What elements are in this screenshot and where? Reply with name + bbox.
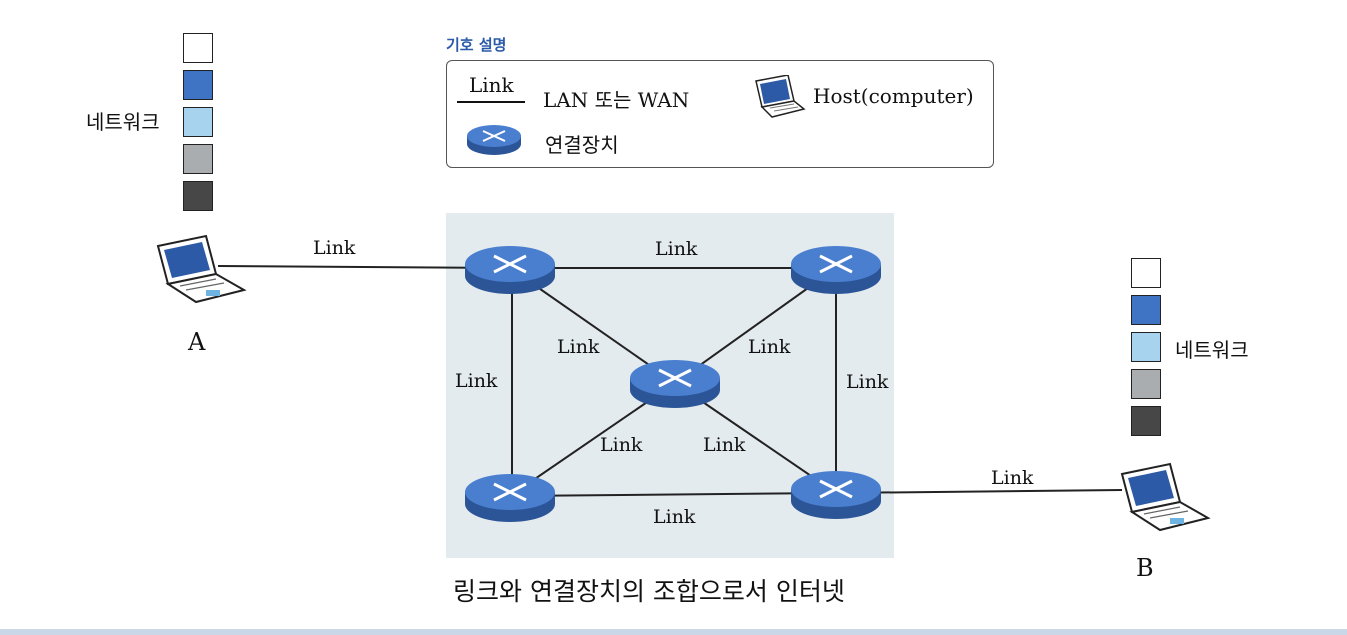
stack-layer-3 [1131, 332, 1161, 362]
host-b-label: B [1136, 554, 1154, 582]
stack-layer-2 [183, 70, 213, 100]
device-bottom-left [465, 474, 555, 522]
link-label-left: Link [455, 370, 498, 392]
link-label-diag-bottom-left: Link [600, 434, 643, 456]
stack-layer-5 [183, 181, 213, 211]
device-top-right [791, 246, 881, 294]
legend-device-icon [467, 125, 521, 155]
legend-link-desc: LAN 또는 WAN [543, 84, 689, 113]
stack-layer-4 [183, 144, 213, 174]
link-a-to-top-left [217, 265, 511, 269]
legend-device-desc: 연결장치 [545, 133, 619, 157]
host-b-icon [1120, 462, 1211, 532]
link-label-diag-bottom-right: Link [703, 434, 746, 456]
legend-host-desc: Host(computer) [813, 84, 974, 108]
legend-title: 기호 설명 [446, 36, 507, 54]
legend-host-icon [755, 75, 806, 118]
host-a-label: A [188, 328, 206, 356]
device-top-left [465, 246, 555, 294]
legend-link-sample-label: Link [469, 73, 514, 97]
stack-layer-3 [183, 107, 213, 137]
device-bottom-right [791, 471, 881, 519]
network-label-right: 네트워크 [1175, 338, 1249, 362]
network-label-left: 네트워크 [86, 110, 160, 134]
device-center [630, 360, 720, 408]
stack-layer-4 [1131, 369, 1161, 399]
link-label-diag-top-right: Link [748, 336, 791, 358]
link-label-diag-top-left: Link [557, 336, 600, 358]
figure-caption: 링크와 연결장치의 조합으로서 인터넷 [453, 577, 845, 606]
stack-layer-1 [183, 33, 213, 63]
link-label-right: Link [846, 371, 889, 393]
legend-link-desc-text: LAN 또는 WAN [543, 88, 690, 112]
network-stack-right [1131, 258, 1161, 443]
host-a-icon [156, 234, 247, 304]
network-stack-left [183, 33, 213, 218]
stack-layer-2 [1131, 295, 1161, 325]
link-label-bottom: Link [653, 506, 696, 528]
legend-box: Link LAN 또는 WAN 연결장치 Host(computer) [446, 60, 994, 168]
bottom-divider [0, 629, 1347, 635]
link-label-a-top-left: Link [313, 237, 356, 259]
stack-layer-5 [1131, 406, 1161, 436]
link-bottom [509, 492, 837, 497]
stack-layer-1 [1131, 258, 1161, 288]
legend-link-line [457, 101, 525, 103]
link-bottom-right-to-b [835, 489, 1123, 494]
link-label-b-bottom-right: Link [991, 467, 1034, 489]
link-label-top: Link [655, 238, 698, 260]
